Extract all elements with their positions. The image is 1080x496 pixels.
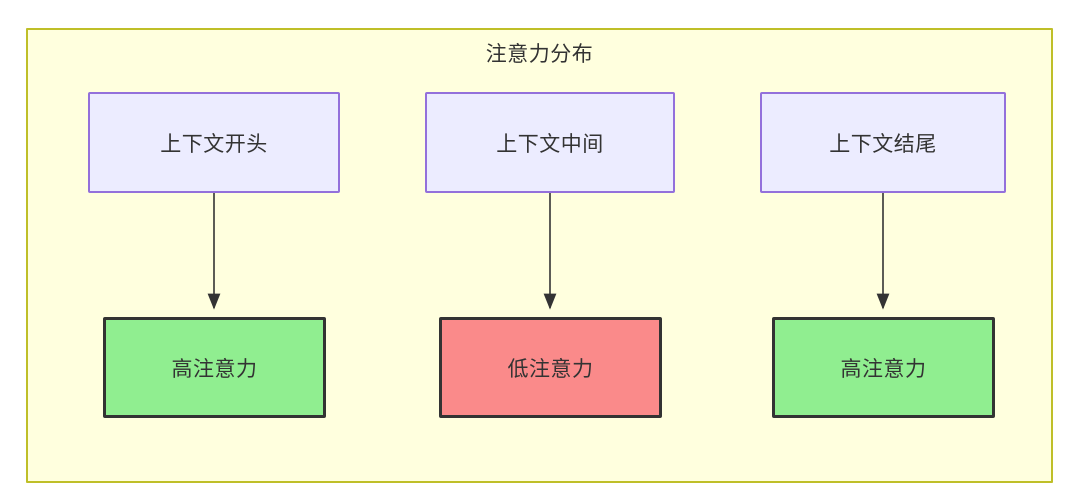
node-attention-high-start[interactable]: 高注意力	[103, 317, 326, 418]
node-context-middle-label: 上下文中间	[496, 132, 604, 156]
node-attention-high-start-label: 高注意力	[171, 357, 258, 381]
node-attention-high-end-label: 高注意力	[840, 357, 927, 381]
node-context-end-label: 上下文结尾	[829, 132, 937, 156]
node-attention-low-middle[interactable]: 低注意力	[439, 317, 662, 418]
node-attention-low-middle-label: 低注意力	[507, 357, 594, 381]
node-context-middle[interactable]: 上下文中间	[425, 92, 675, 193]
diagram-title: 注意力分布	[485, 43, 594, 66]
node-context-start[interactable]: 上下文开头	[88, 92, 340, 193]
node-context-start-label: 上下文开头	[160, 132, 268, 156]
node-attention-high-end[interactable]: 高注意力	[772, 317, 995, 418]
node-context-end[interactable]: 上下文结尾	[760, 92, 1006, 193]
